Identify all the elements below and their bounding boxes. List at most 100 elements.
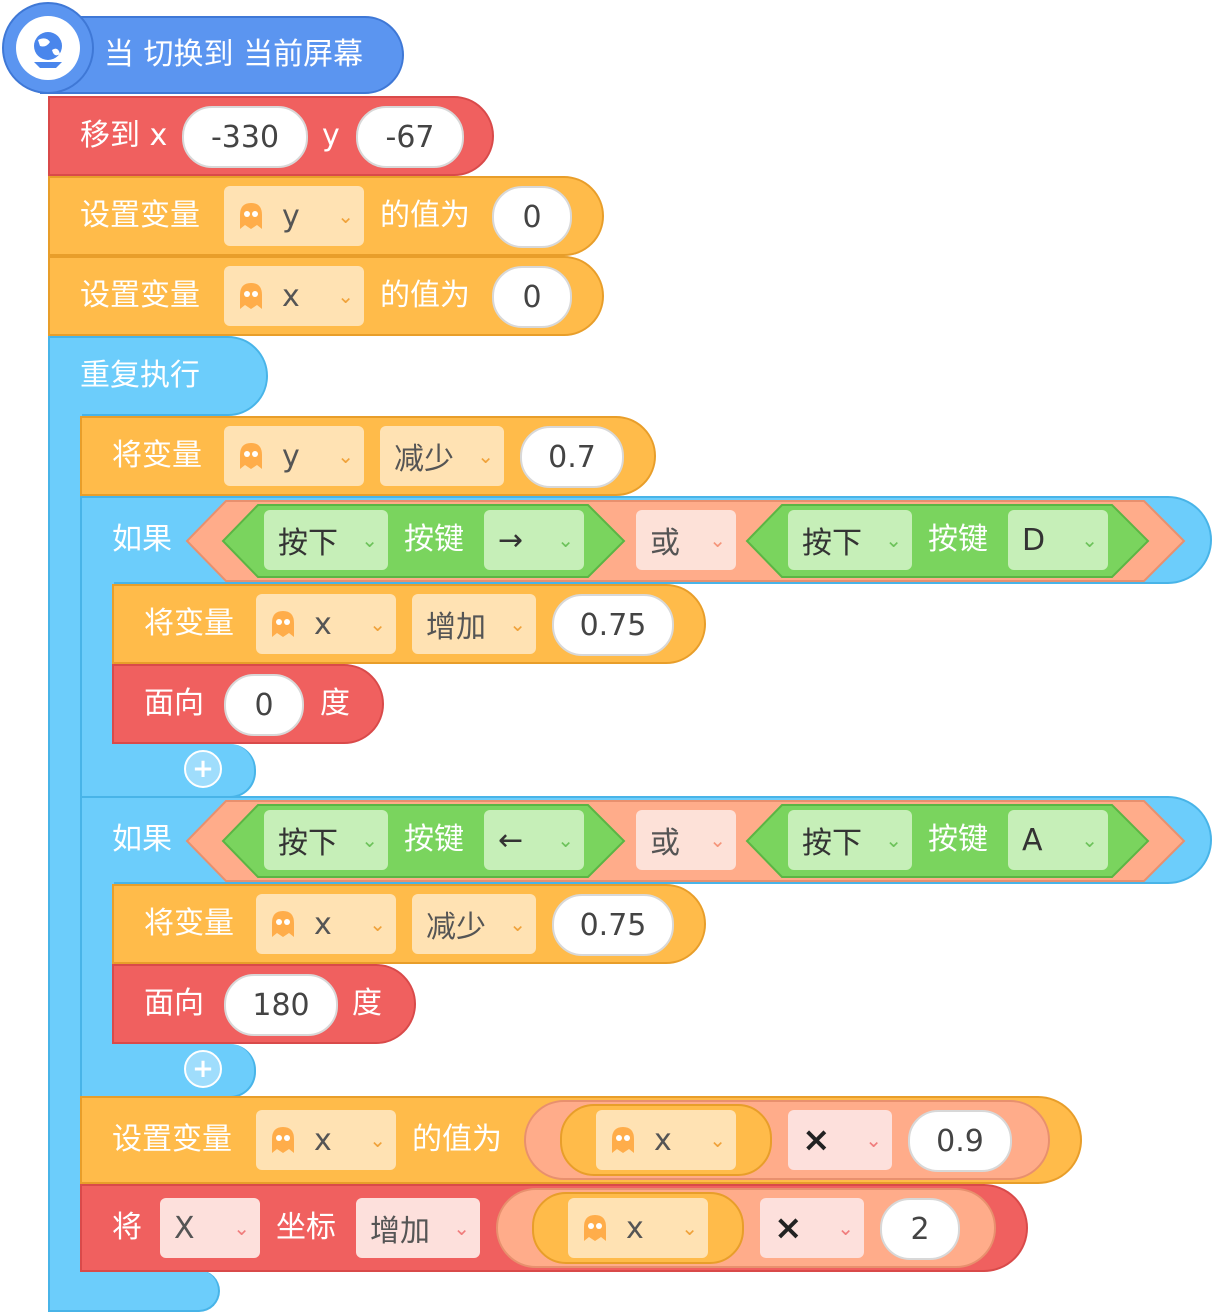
forever-arm [48, 410, 82, 1280]
set-y-value-input[interactable]: 0 [492, 186, 572, 248]
set-value-label: 的值为 [380, 278, 470, 313]
forever-block[interactable] [48, 336, 268, 416]
variable-dropdown-x[interactable]: x ⌄ [568, 1198, 708, 1258]
set-variable-label: 设置变量 [80, 278, 200, 313]
chevron-down-icon: ⌄ [361, 528, 378, 552]
variable-dropdown-y[interactable]: y ⌄ [224, 186, 364, 246]
or-dropdown[interactable]: 或 ⌄ [636, 510, 736, 570]
chevron-down-icon: ⌄ [369, 912, 386, 936]
set-x-value-input[interactable]: 0 [492, 266, 572, 328]
move-x-input[interactable]: -330 [182, 106, 308, 168]
if-bottom [80, 1044, 256, 1098]
if-arm [80, 878, 114, 1058]
key-dropdown-right-arrow[interactable]: → ⌄ [484, 510, 584, 570]
ghost-icon [272, 911, 294, 937]
chevron-down-icon: ⌄ [509, 612, 526, 636]
change-coord-label: 将 [112, 1210, 142, 1245]
chevron-down-icon: ⌄ [709, 828, 726, 852]
chevron-down-icon: ⌄ [837, 1216, 854, 1240]
key-value: ← [498, 822, 524, 858]
direction-input[interactable]: 180 [224, 974, 338, 1036]
forever-label: 重复执行 [80, 358, 200, 393]
press-dropdown[interactable]: 按下 ⌄ [264, 810, 388, 870]
change-y-value-input[interactable]: 0.7 [520, 426, 624, 488]
key-label: 按键 [404, 522, 464, 557]
variable-dropdown-x[interactable]: x ⌄ [596, 1110, 736, 1170]
point-direction-label: 面向 [144, 686, 204, 721]
press-dropdown[interactable]: 按下 ⌄ [264, 510, 388, 570]
variable-name: x [314, 1122, 332, 1158]
variable-name: x [654, 1122, 672, 1158]
press-value: 按下 [278, 826, 338, 861]
variable-dropdown-x[interactable]: x ⌄ [256, 594, 396, 654]
add-block-button[interactable]: + [184, 750, 222, 788]
chevron-down-icon: ⌄ [1081, 828, 1098, 852]
direction-input[interactable]: 0 [224, 674, 304, 736]
change-x-value-input[interactable]: 0.75 [552, 894, 674, 956]
change-op-dropdown[interactable]: 增加 ⌄ [412, 594, 536, 654]
key-value: D [1022, 522, 1046, 558]
change-op-value: 增加 [426, 610, 486, 645]
chevron-down-icon: ⌄ [369, 1128, 386, 1152]
variable-name: y [282, 198, 300, 234]
set-value-label: 的值为 [412, 1122, 502, 1157]
chevron-down-icon: ⌄ [453, 1216, 470, 1240]
key-dropdown-d[interactable]: D ⌄ [1008, 510, 1108, 570]
move-y-input[interactable]: -67 [356, 106, 464, 168]
chevron-down-icon: ⌄ [885, 528, 902, 552]
ghost-icon [584, 1215, 606, 1241]
math-op-dropdown[interactable]: × ⌄ [760, 1198, 864, 1258]
chevron-down-icon: ⌄ [361, 828, 378, 852]
ghost-icon [240, 203, 262, 229]
chevron-down-icon: ⌄ [557, 528, 574, 552]
multiply-value-input[interactable]: 0.9 [908, 1110, 1012, 1172]
press-value: 按下 [802, 826, 862, 861]
press-dropdown[interactable]: 按下 ⌄ [788, 810, 912, 870]
set-value-label: 的值为 [380, 198, 470, 233]
key-dropdown-a[interactable]: A ⌄ [1008, 810, 1108, 870]
coord-label: 坐标 [276, 1210, 336, 1245]
if-label: 如果 [112, 822, 172, 857]
variable-dropdown-x[interactable]: x ⌄ [256, 1110, 396, 1170]
variable-dropdown-x[interactable]: x ⌄ [224, 266, 364, 326]
coord-op-dropdown[interactable]: 增加 ⌄ [356, 1198, 480, 1258]
ghost-icon [272, 1127, 294, 1153]
key-dropdown-left-arrow[interactable]: ← ⌄ [484, 810, 584, 870]
forever-bottom [48, 1270, 220, 1312]
chevron-down-icon: ⌄ [709, 1128, 726, 1152]
press-value: 按下 [278, 526, 338, 561]
axis-dropdown[interactable]: X ⌄ [160, 1198, 260, 1258]
if-arm [80, 578, 114, 758]
change-op-dropdown[interactable]: 减少 ⌄ [412, 894, 536, 954]
change-variable-label: 将变量 [144, 606, 234, 641]
change-op-value: 减少 [394, 442, 454, 477]
when-screen-switched-hat-block[interactable] [40, 16, 404, 94]
move-y-label: y [322, 118, 340, 153]
variable-dropdown-x[interactable]: x ⌄ [256, 894, 396, 954]
chevron-down-icon: ⌄ [709, 528, 726, 552]
variable-name: x [314, 606, 332, 642]
variable-name: x [626, 1210, 644, 1246]
press-value: 按下 [802, 526, 862, 561]
chevron-down-icon: ⌄ [885, 828, 902, 852]
move-to-label: 移到 x [80, 118, 168, 153]
key-value: → [498, 522, 524, 558]
change-op-dropdown[interactable]: 减少 ⌄ [380, 426, 504, 486]
if-bottom [80, 744, 256, 798]
math-op-value: × [802, 1120, 831, 1160]
add-block-button[interactable]: + [184, 1050, 222, 1088]
set-variable-label: 设置变量 [112, 1122, 232, 1157]
change-variable-label: 将变量 [112, 438, 202, 473]
degree-label: 度 [352, 986, 382, 1021]
press-dropdown[interactable]: 按下 ⌄ [788, 510, 912, 570]
multiply-value-input[interactable]: 2 [880, 1198, 960, 1260]
coord-op-value: 增加 [370, 1214, 430, 1249]
hat-label: 当 切换到 当前屏幕 [104, 37, 364, 72]
or-dropdown[interactable]: 或 ⌄ [636, 810, 736, 870]
ghost-icon [240, 283, 262, 309]
variable-name: y [282, 438, 300, 474]
ghost-icon [272, 611, 294, 637]
variable-dropdown-y[interactable]: y ⌄ [224, 426, 364, 486]
math-op-dropdown[interactable]: × ⌄ [788, 1110, 892, 1170]
change-x-value-input[interactable]: 0.75 [552, 594, 674, 656]
